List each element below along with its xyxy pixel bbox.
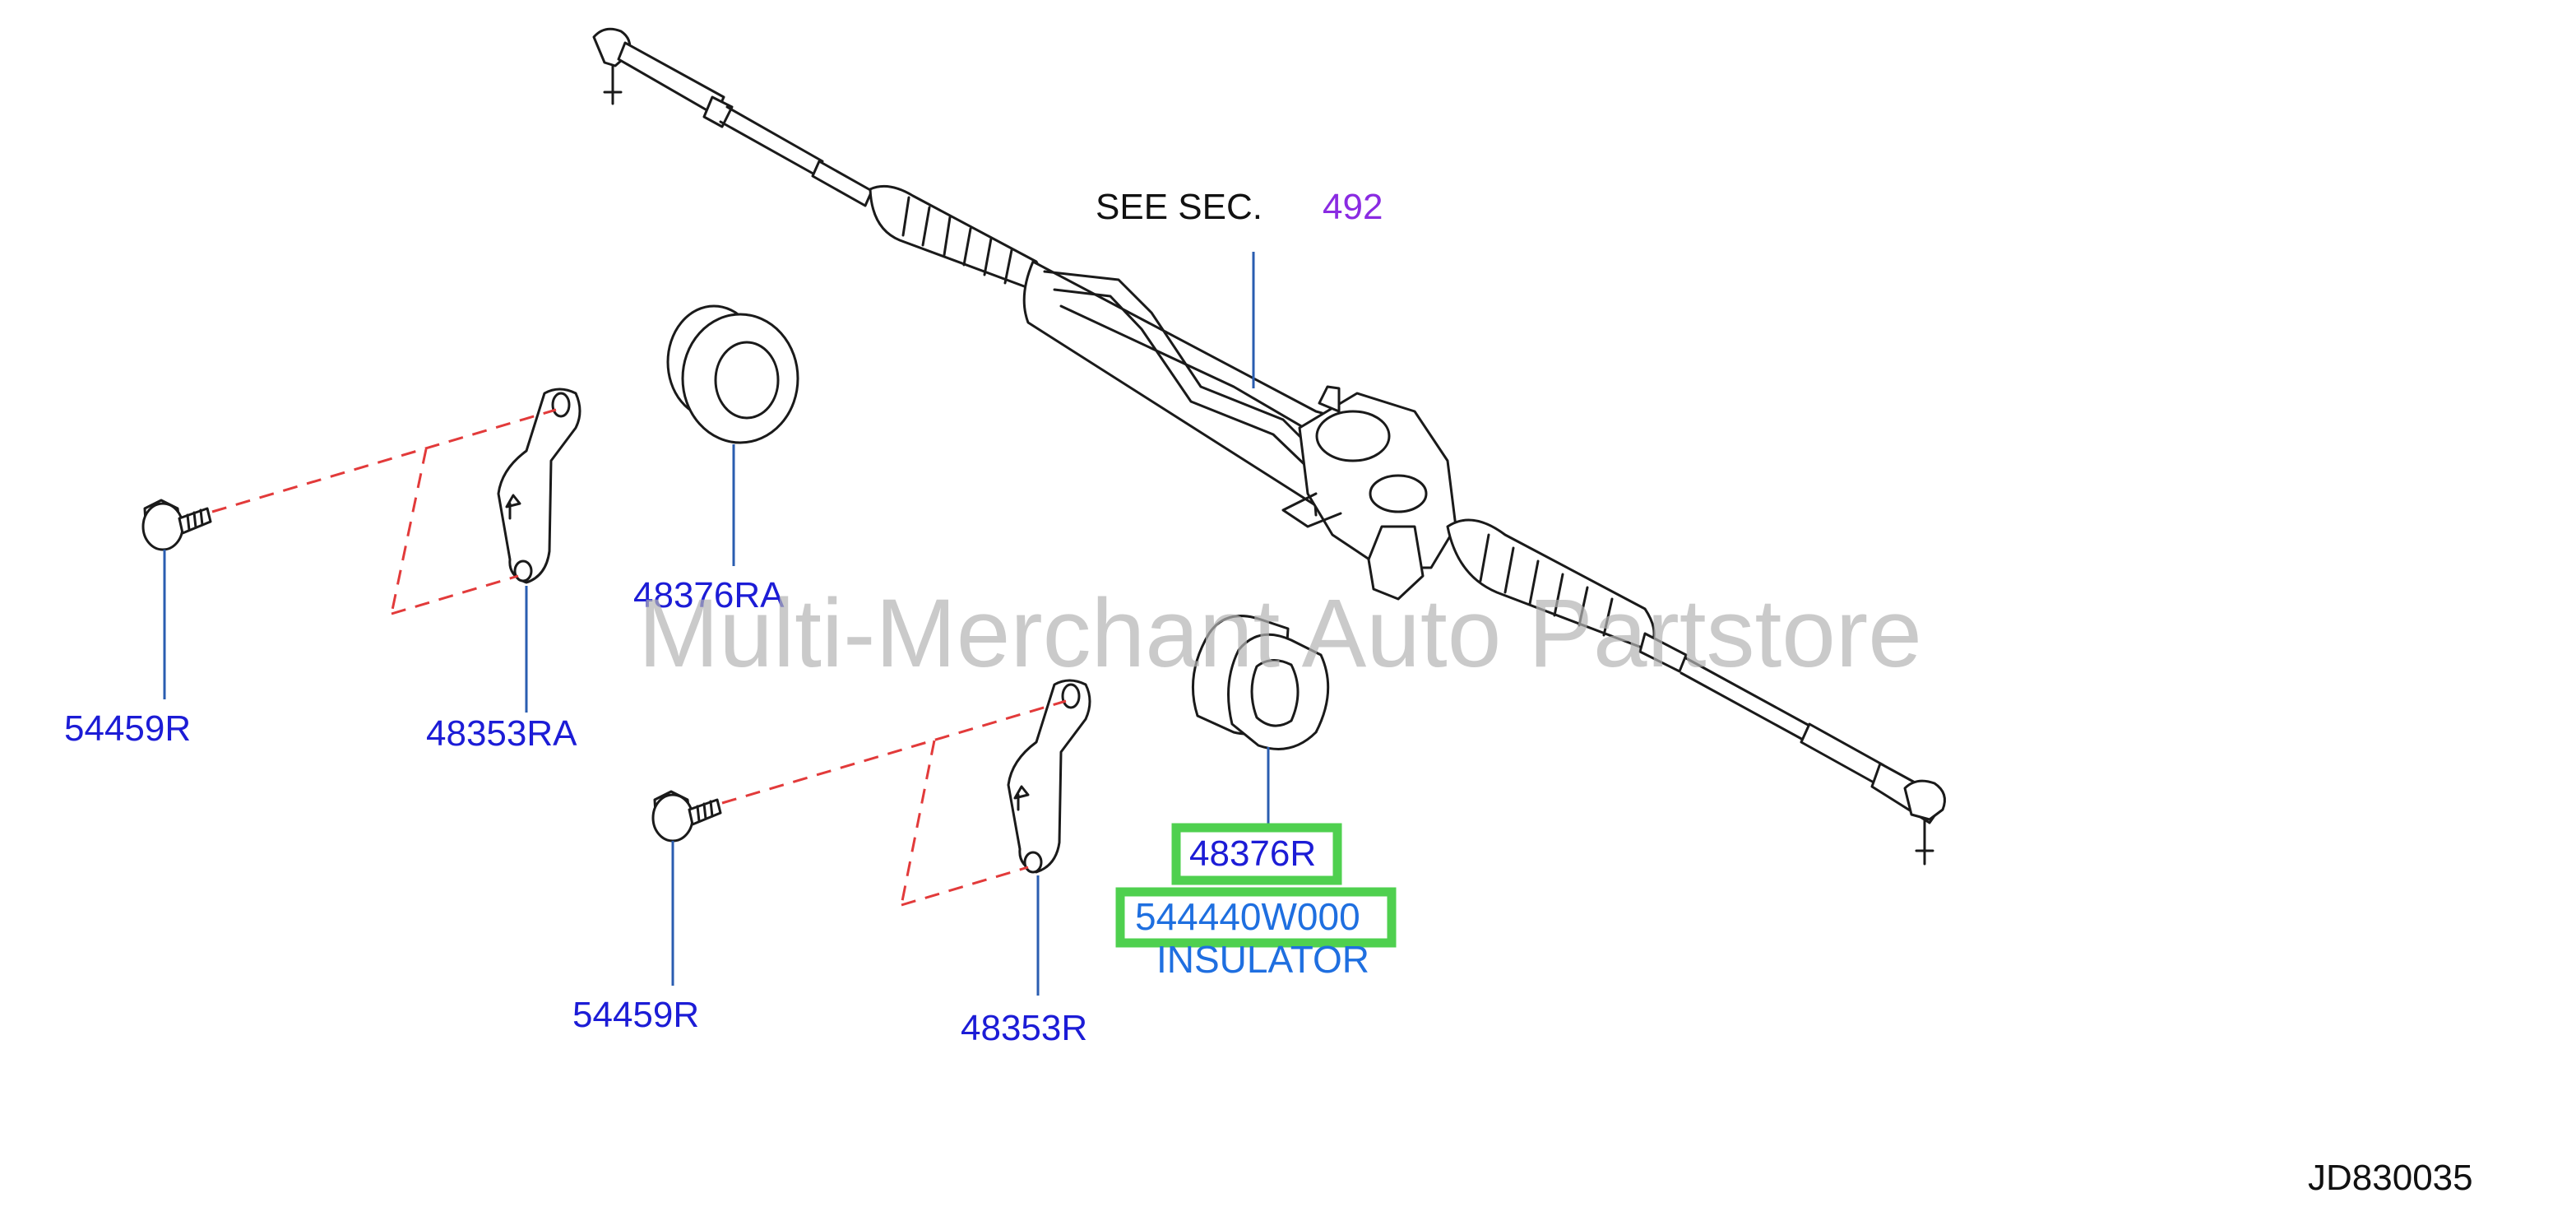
- left-tie-rod-end: [592, 27, 873, 207]
- clamp-48353ra-part[interactable]: [497, 388, 581, 584]
- see-section-text: SEE SEC.: [1096, 187, 1263, 227]
- label-54459r-lower[interactable]: 54459R: [572, 995, 699, 1035]
- highlight-box-48376r: [1171, 823, 1342, 885]
- assembly-guide-lines: [211, 408, 1067, 907]
- label-54459r-upper[interactable]: 54459R: [64, 708, 191, 749]
- left-bellows-boot: [869, 184, 1042, 291]
- leader-lines: [163, 252, 1270, 996]
- clamp-48353r-part[interactable]: [1007, 679, 1091, 874]
- insulator-48376r-part[interactable]: [1191, 615, 1330, 750]
- label-part-number-544440w000[interactable]: 544440W000: [1135, 895, 1360, 938]
- label-48353r[interactable]: 48353R: [961, 1008, 1087, 1048]
- pinion-valve-body: [1281, 385, 1457, 601]
- right-tie-rod-end: [1638, 632, 1946, 866]
- bolt-upper-54459r-part[interactable]: [141, 499, 212, 551]
- steering-rack-assembly[interactable]: [592, 27, 1946, 866]
- diagram-code: JD830035: [2308, 1158, 2473, 1198]
- label-insulator: INSULATOR: [1156, 938, 1369, 981]
- bolt-lower-54459r-part[interactable]: [651, 790, 722, 843]
- insulator-48376ra-part[interactable]: [666, 304, 799, 444]
- highlight-box-part-number: [1115, 887, 1397, 948]
- watermark-text: Multi-Merchant Auto Partstore: [638, 579, 1922, 688]
- see-section-number[interactable]: 492: [1323, 187, 1383, 227]
- label-48376ra[interactable]: 48376RA: [633, 575, 785, 615]
- right-bellows-boot: [1446, 518, 1656, 652]
- label-48353ra[interactable]: 48353RA: [426, 713, 577, 754]
- label-48376r[interactable]: 48376R: [1189, 833, 1316, 874]
